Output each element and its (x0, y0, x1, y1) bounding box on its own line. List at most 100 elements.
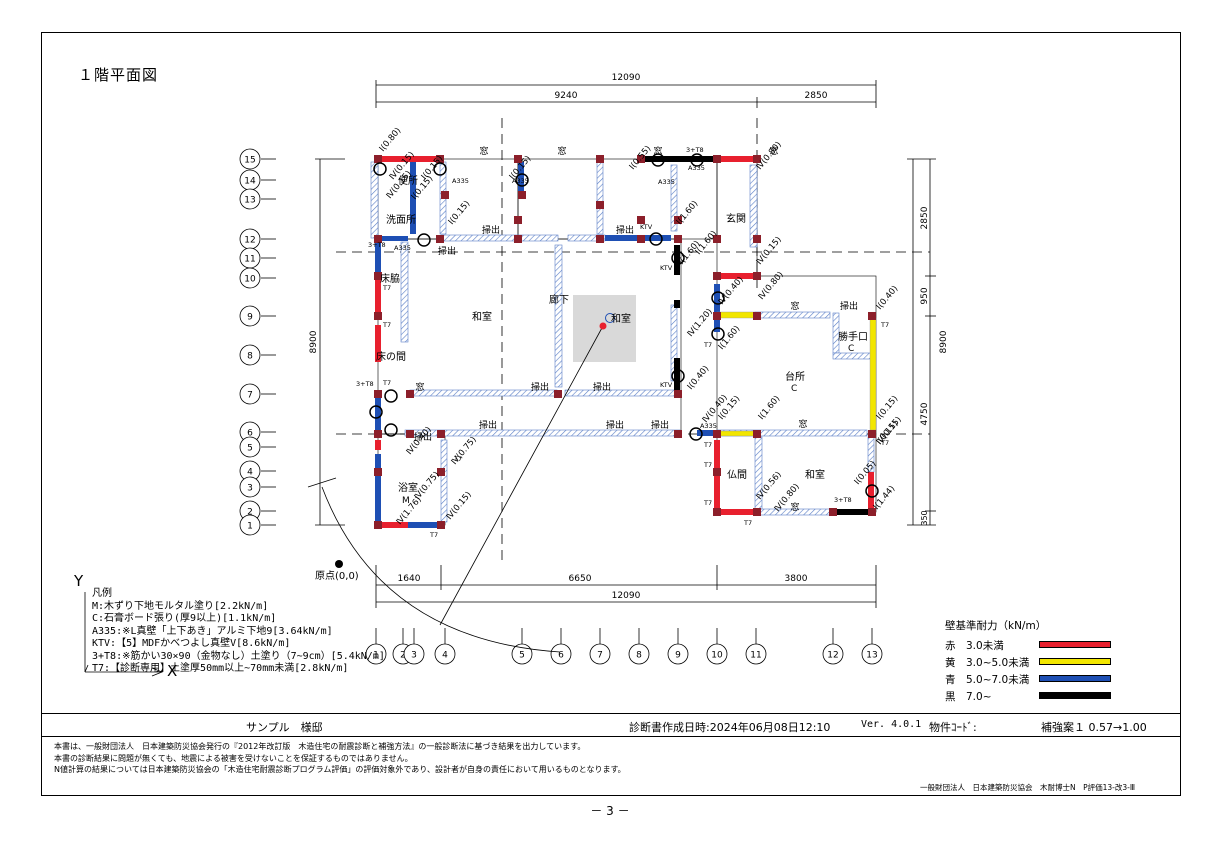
room-kitchen: 台所 (785, 370, 805, 383)
wall-opening-label: 窓 (557, 145, 566, 157)
wall-opening-label: 掃出 (482, 224, 500, 236)
wall-code: T7 (453, 455, 462, 463)
row-grid-label: 7 (247, 391, 253, 401)
room-butsuma: 仏間 (727, 469, 747, 481)
post (868, 430, 876, 438)
version: Ver. 4.0.1 (861, 719, 922, 730)
wall-code: T7 (703, 499, 712, 507)
top-dimensions (375, 80, 877, 108)
col-grid-bubble (822, 643, 844, 665)
y-axis-label: Y (74, 572, 84, 590)
post (514, 155, 522, 163)
wall-code: T7 (743, 519, 752, 527)
wall-opening-label: 掃出 (414, 431, 432, 443)
wall-opening-label: 窓 (790, 300, 799, 312)
post (674, 216, 682, 224)
post (674, 430, 682, 438)
row-grid-bubble (239, 514, 261, 536)
post (637, 155, 645, 163)
dim-top-left: 9240 (555, 91, 578, 101)
wall-code: T7 (880, 439, 889, 447)
wall-code: KTV (660, 381, 673, 389)
wall-spec: Ⅰ(0.80) (378, 126, 404, 154)
post (753, 508, 761, 516)
wall-code: T7 (703, 461, 712, 469)
wall-spec: Ⅰ(0.05) (853, 459, 879, 487)
wall-code: T7 (382, 321, 391, 329)
post (713, 272, 721, 280)
wall-opening-label: 窓 (653, 145, 662, 157)
room-washroom: 洗面所 (386, 214, 416, 226)
dim-top-right: 2850 (805, 91, 828, 101)
post (713, 508, 721, 516)
room-tokonoma2: 床の間 (376, 350, 406, 363)
post (868, 312, 876, 320)
post (437, 468, 445, 476)
col-grid-label: 8 (636, 651, 642, 661)
row-grid-bubble (239, 305, 261, 327)
wall-opening-label: 掃出 (840, 300, 858, 312)
row-grid-bubble (239, 476, 261, 498)
row-grid-label: 2 (247, 508, 253, 518)
post (406, 430, 414, 438)
strength-label: 青 5.0~7.0未満 (945, 674, 1030, 686)
strength-title: 壁基準耐力（kN/m） (945, 620, 1047, 632)
strength-label: 赤 3.0未満 (945, 640, 1004, 652)
wall-opening-label: 掃出 (606, 419, 624, 431)
room-bath: 浴室 (398, 481, 418, 494)
post (436, 235, 444, 243)
row-grid-label: 8 (247, 352, 253, 362)
dim-bottom-right: 3800 (785, 574, 808, 584)
wall-spec: Ⅰ(0.40) (875, 284, 901, 312)
wall-opening-label: 窓 (790, 501, 799, 513)
dim-left-height: 8900 (309, 330, 319, 353)
wall-opening-label: 掃出 (531, 381, 549, 393)
axis-arrows (84, 592, 164, 677)
reinforcement-plan: 補強案１ 0.57→1.00 (1041, 721, 1147, 734)
room-names: 便所 洗面所 玄関 床脇 和室 廊下 和室 床の間 浴室 M 台所 C 勝手口 … (376, 174, 868, 506)
page-number: － 3 － (590, 804, 630, 818)
col-grid-label: 13 (866, 651, 877, 661)
wall-code: 3+T8 (834, 496, 852, 504)
property-code: 物件ｺｰﾄﾞ: (929, 721, 977, 734)
wall-spec: Ⅳ(0.15) (445, 490, 474, 522)
footer-info: サンプル 様邸 診断書作成日時:2024年06月08日12:10 Ver. 4.… (41, 713, 1181, 737)
wall-spec: Ⅳ(1.20) (686, 307, 715, 339)
row-grid-bubble (239, 188, 261, 210)
wall-opening-label: 掃出 (651, 419, 669, 431)
publisher: 一般財団法人 日本建築防災協会 木耐博士N P評価13-改3-Ⅲ (920, 783, 1136, 792)
wall-spec: Ⅰ(1.60) (675, 199, 701, 227)
wall-code: A335 (700, 422, 717, 430)
post (406, 390, 414, 398)
wall-code: A335 (452, 177, 469, 185)
post (713, 312, 721, 320)
row-grid-bubble (239, 344, 261, 366)
legend-item: KTV:【5】MDFかべつよし真壁V[8.6kN/m] (92, 638, 291, 649)
wall-specs: Ⅰ(0.80)Ⅳ(0.15)Ⅰ(0.15)Ⅰ(0.15)Ⅰ(0.55)Ⅳ(0.8… (378, 126, 904, 527)
post (436, 155, 444, 163)
strength-row-blue: 青 5.0~7.0未満 (945, 672, 1111, 689)
col-grid-bubble (706, 643, 728, 665)
strength-bar-red (1039, 641, 1111, 648)
col-grid-bubble (667, 643, 689, 665)
wall-code: 3+T8 (686, 146, 704, 154)
room-entrance: 玄関 (726, 212, 746, 225)
wall-code: KTV (660, 264, 673, 272)
post (514, 235, 522, 243)
col-grid-label: 5 (519, 651, 525, 661)
wall-code: A335 (394, 244, 411, 252)
dim-bottom-left: 1640 (398, 574, 421, 584)
room-kitchen-c: C (791, 384, 797, 394)
col-grid-bubble (628, 643, 650, 665)
wall-opening-label: 窓 (415, 381, 424, 393)
wall-code: 3+T8 (356, 380, 374, 388)
wall-opening-label: 窓 (479, 145, 488, 157)
row-grid-bubble (239, 267, 261, 289)
strength-label: 黒 7.0~ (945, 691, 992, 703)
col-grid-bubble (589, 643, 611, 665)
legend-item: 3+T8:※筋かい30×90（金物なし）土塗り（7~9cm）[5.4kN/m] (92, 650, 385, 662)
post (374, 312, 382, 320)
side-dimensions (315, 158, 936, 526)
post (374, 155, 382, 163)
